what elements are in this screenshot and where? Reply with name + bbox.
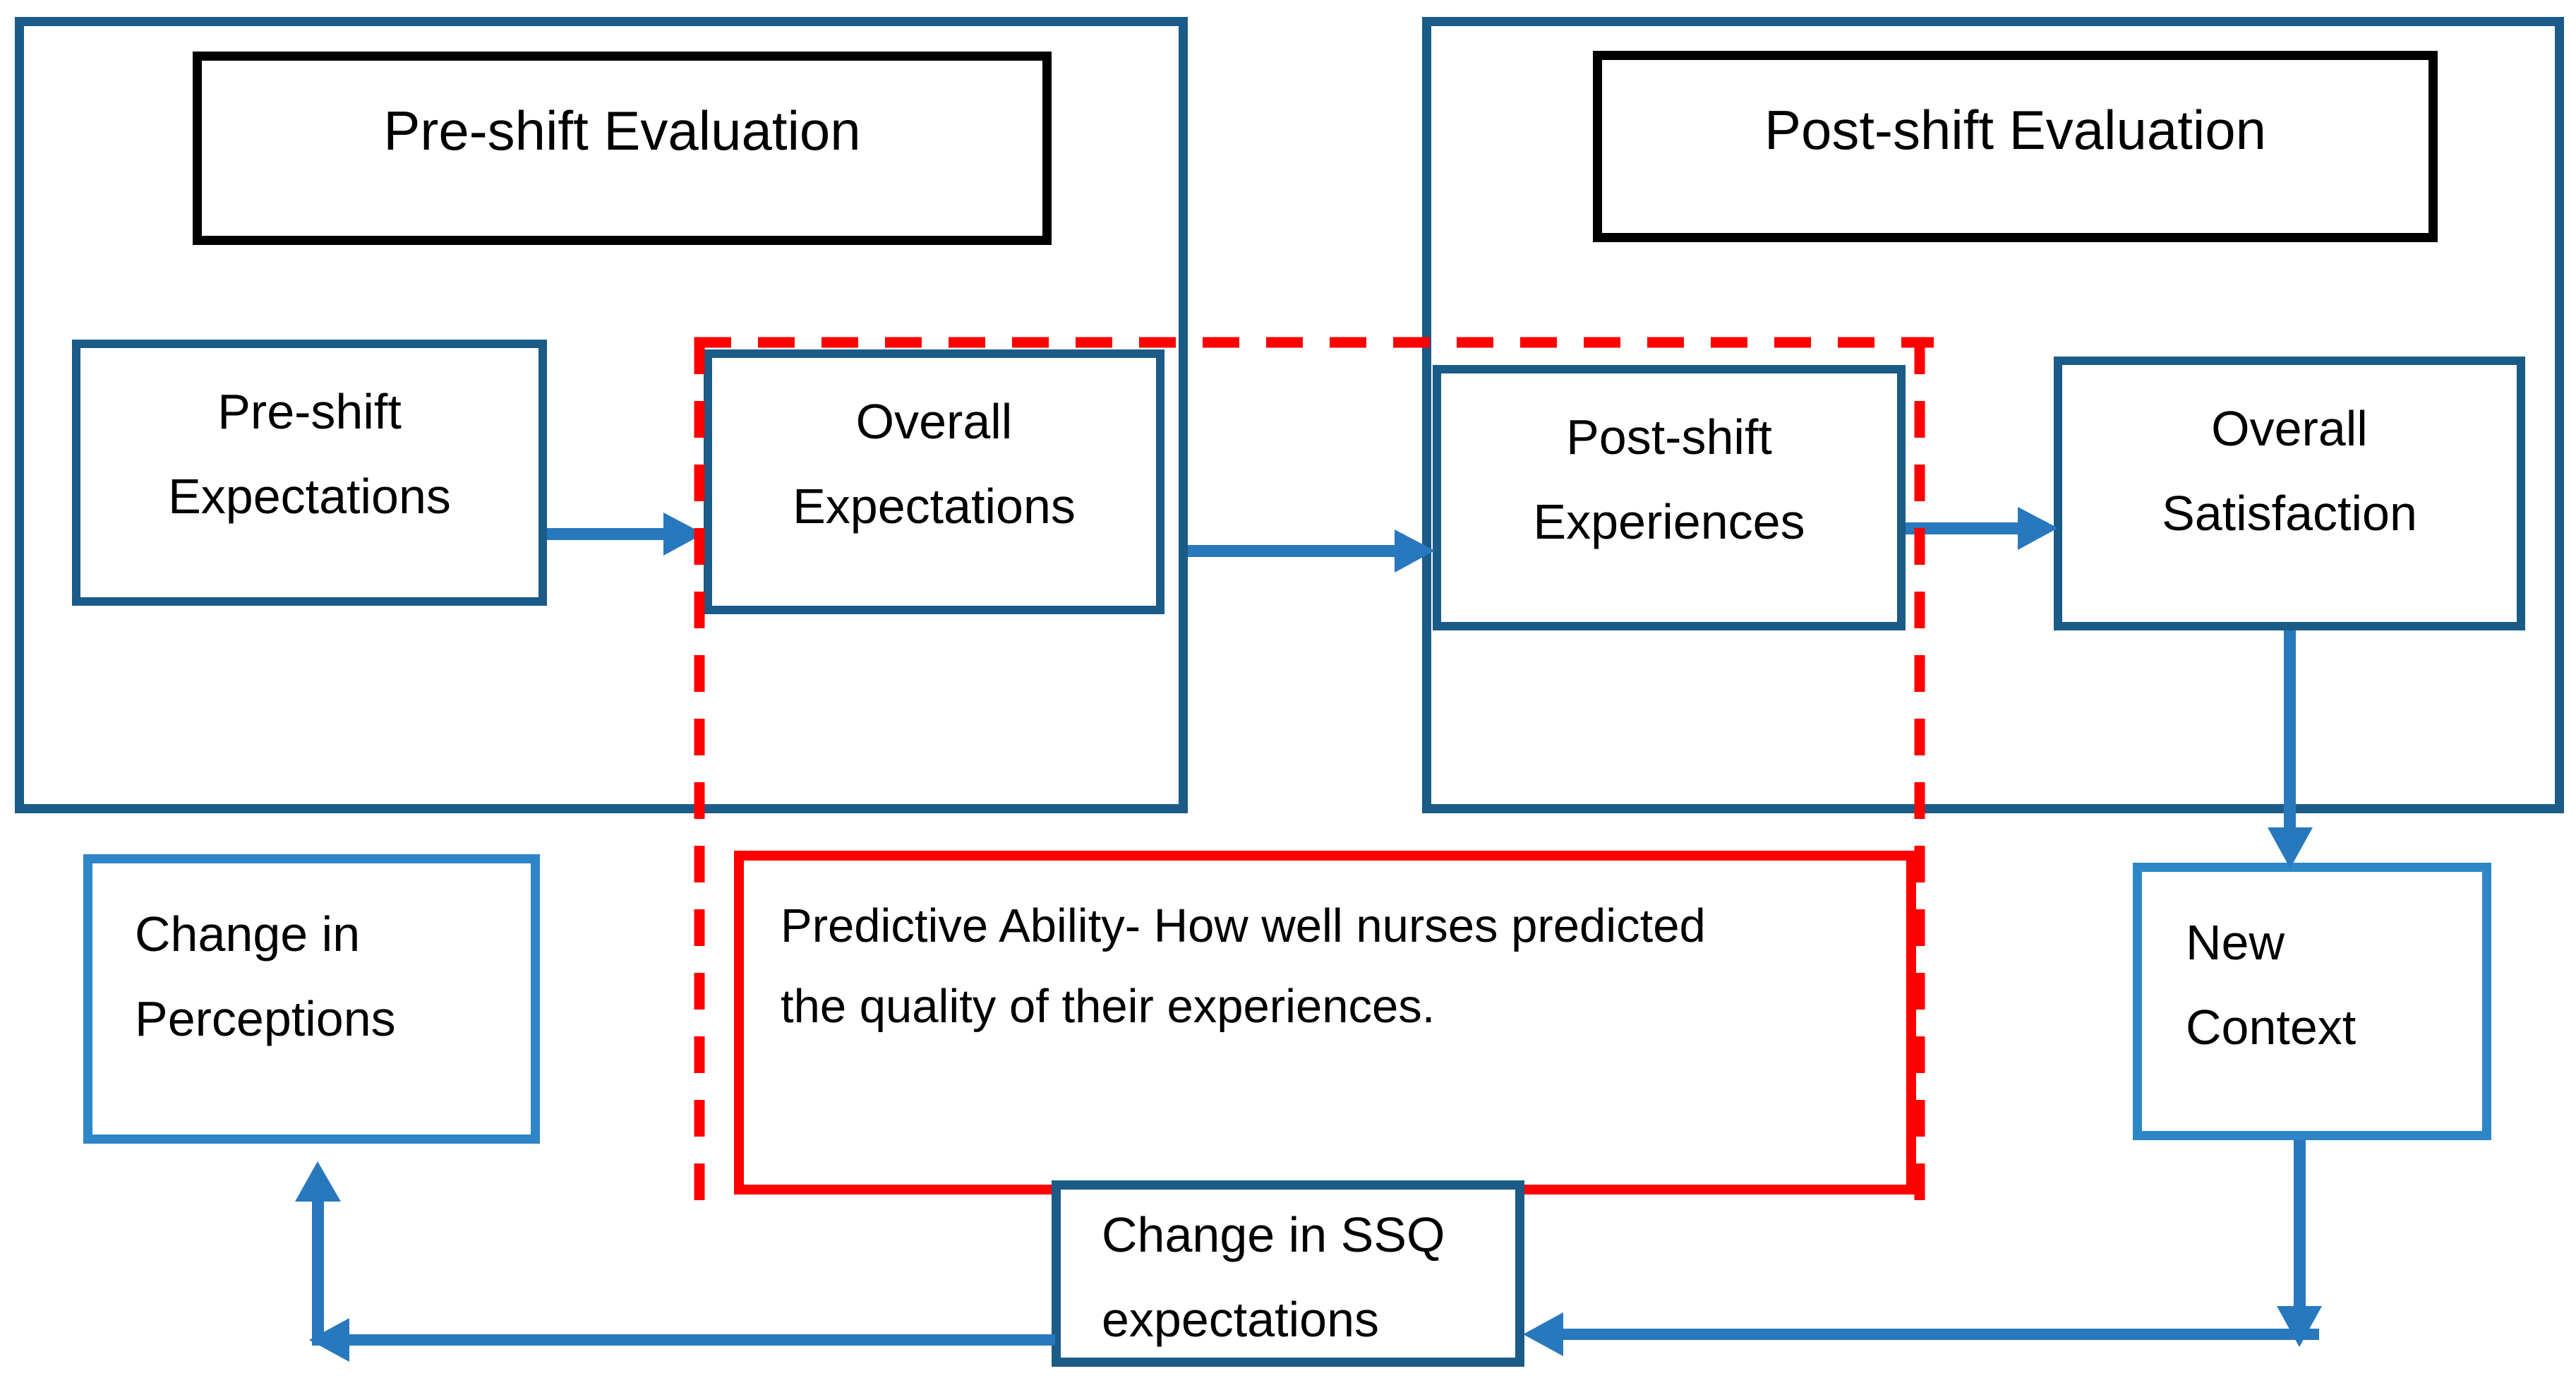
pre-shift-evaluation-section: [15, 17, 1188, 813]
pre-shift-expectations-box: Pre-shift Expectations: [72, 340, 547, 606]
overall-expectations-line2: Expectations: [793, 479, 1076, 534]
pre-shift-evaluation-title-box: Pre-shift Evaluation: [193, 52, 1052, 245]
overall-expectations-box: Overall Expectations: [704, 349, 1164, 614]
post-shift-evaluation-title: Post-shift Evaluation: [1764, 99, 2267, 161]
post-shift-evaluation-title-box: Post-shift Evaluation: [1593, 51, 2438, 242]
change-in-ssq-line2: expectations: [1102, 1292, 1380, 1347]
overall-satisfaction-box: Overall Satisfaction: [2054, 357, 2525, 630]
arrow-overall-expectations-to-post-experiences: [1188, 529, 1435, 573]
predictive-ability-line1: Predictive Ability- How well nurses pred…: [781, 899, 1706, 952]
predictive-ability-line2: the quality of their experiences.: [781, 980, 1436, 1033]
post-shift-experiences-line2: Experiences: [1533, 494, 1805, 549]
pre-shift-expectations-line2: Expectations: [168, 469, 451, 524]
change-in-perceptions-box: Change in Perceptions: [83, 854, 540, 1144]
arrow-up-to-change-in-perceptions: [295, 1161, 341, 1346]
post-shift-experiences-line1: Post-shift: [1566, 409, 1772, 465]
change-in-perceptions-line2: Perceptions: [135, 991, 396, 1046]
new-context-box: New Context: [2133, 863, 2491, 1140]
pre-shift-evaluation-title: Pre-shift Evaluation: [383, 100, 861, 162]
arrow-to-change-in-ssq: [1523, 1312, 2319, 1356]
change-in-perceptions-line1: Change in: [135, 906, 361, 962]
change-in-ssq-expectations-box: Change in SSQ expectations: [1052, 1180, 1524, 1367]
overall-expectations-line1: Overall: [855, 394, 1013, 449]
overall-satisfaction-line1: Overall: [2211, 401, 2368, 456]
new-context-line1: New: [2186, 915, 2285, 970]
pre-shift-expectations-line1: Pre-shift: [217, 384, 402, 439]
predictive-ability-note-box: Predictive Ability- How well nurses pred…: [734, 851, 1916, 1195]
change-in-ssq-line1: Change in SSQ: [1102, 1207, 1445, 1262]
post-shift-evaluation-section: [1422, 17, 2564, 813]
new-context-line2: Context: [2186, 1000, 2357, 1055]
arrow-new-context-down: [2277, 1140, 2322, 1347]
overall-satisfaction-line2: Satisfaction: [2162, 486, 2417, 541]
post-shift-experiences-box: Post-shift Experiences: [1433, 365, 1906, 630]
arrow-from-ssq-leftward: [309, 1318, 1055, 1362]
